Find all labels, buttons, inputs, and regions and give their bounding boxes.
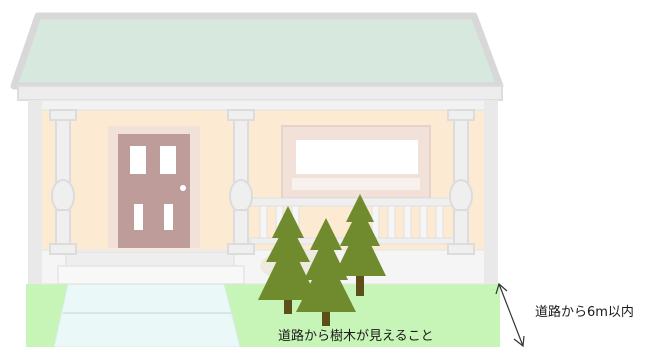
window-pane [296,140,418,174]
door-knob [180,185,186,191]
double-headed-arrow-icon [495,282,525,347]
window-sill [292,178,420,190]
porch-column-right [447,109,475,255]
door-panel-right [164,204,173,230]
roof-fascia [17,85,503,101]
porch-step-upper [65,251,235,267]
door-window-left [130,146,146,174]
front-walkway [53,283,241,347]
door-window-right [160,146,176,174]
caption-trees-visible: 道路から樹木が見えること [278,329,434,344]
house-side-right [484,100,498,284]
evergreen-tree-icon [296,218,356,326]
evergreen-tree-icon [258,206,318,314]
caption-distance-from-road: 道路から6m以内 [535,305,634,320]
porch-column-left [49,109,77,255]
front-door [118,134,190,248]
door-panel-left [134,204,143,230]
porch-beam [39,99,487,111]
house-side-left [28,100,42,284]
porch-step-lower [57,265,245,285]
roof [10,12,504,90]
porch-column-center [227,109,255,255]
evergreen-tree-icon [334,194,386,296]
